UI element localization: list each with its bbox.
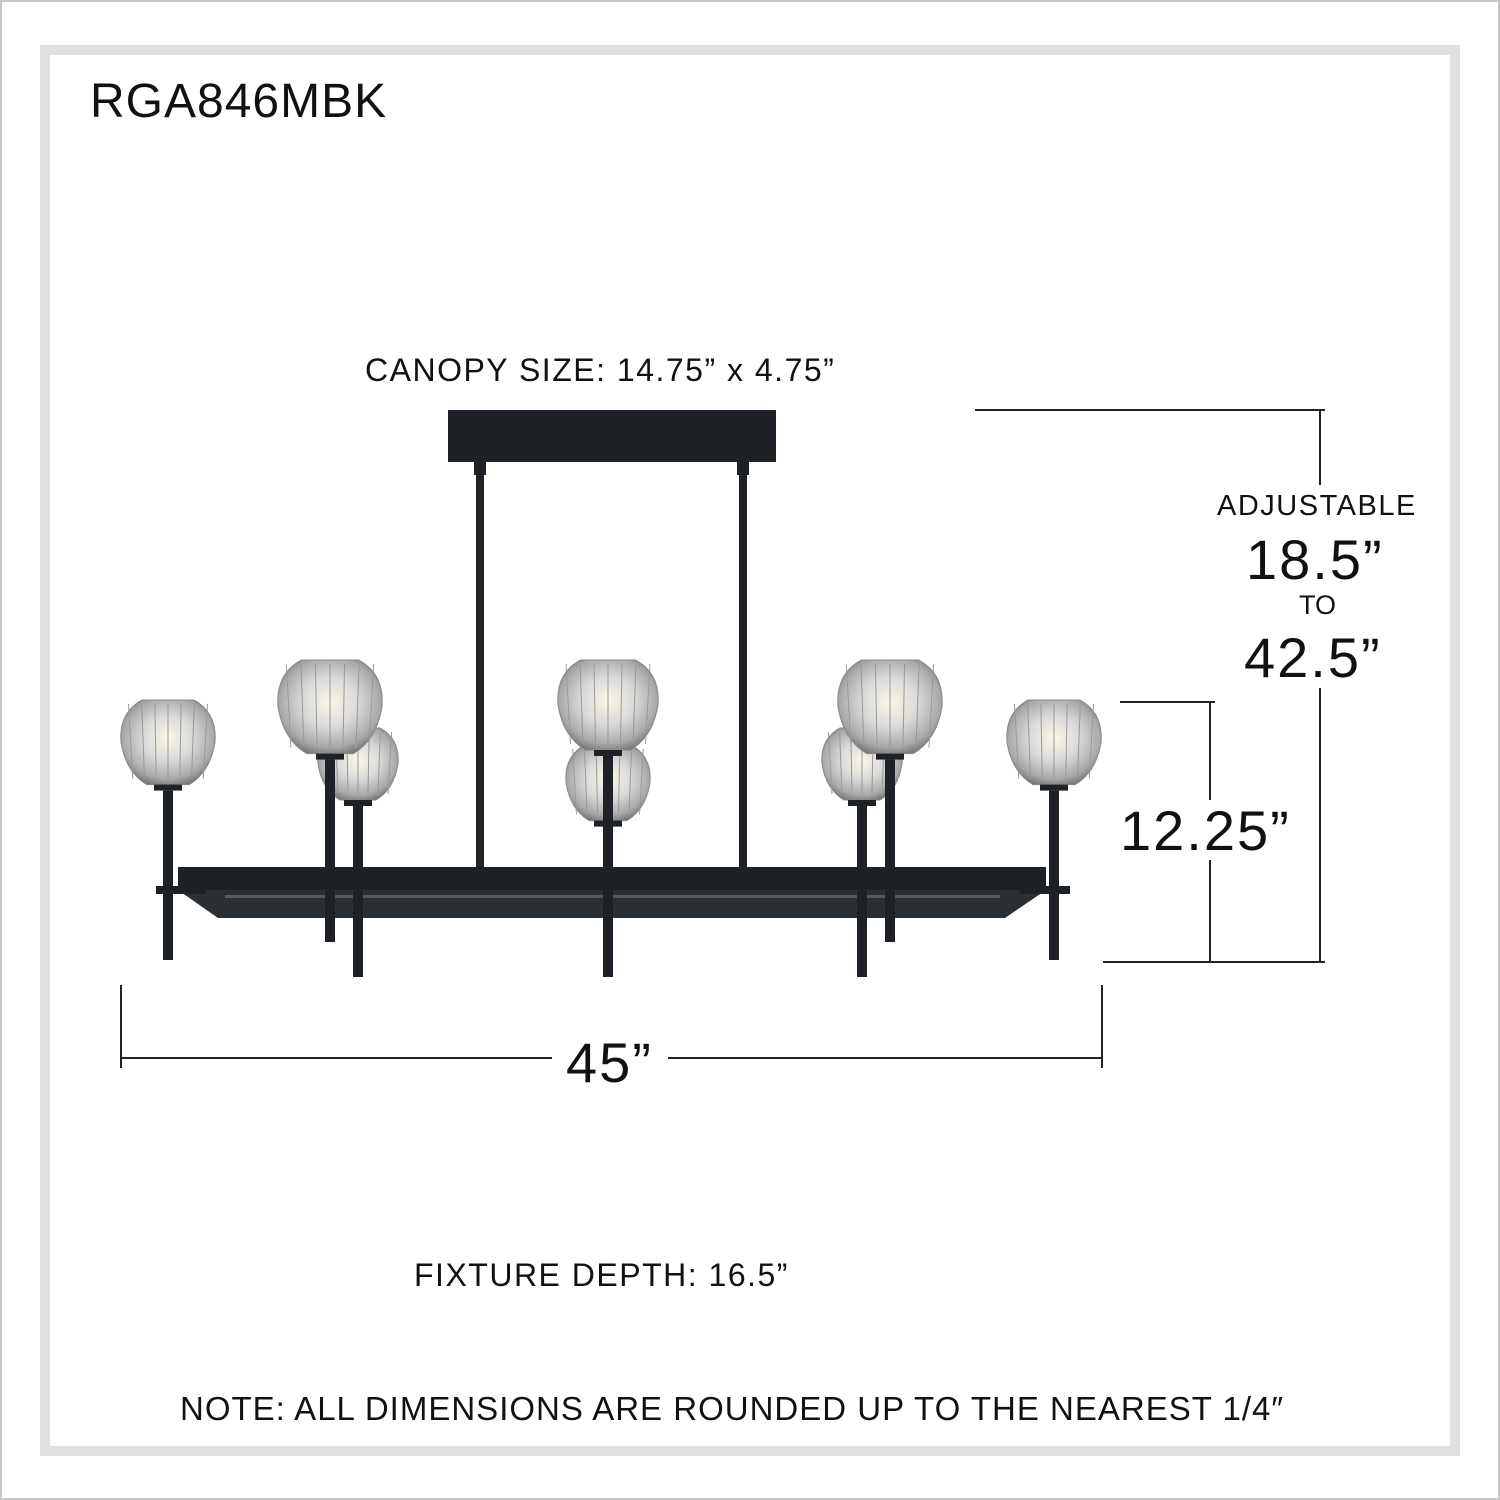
- fixture-width-line: [120, 985, 1103, 1068]
- adjustable-height-line: [975, 409, 1325, 963]
- crystal-shade-lamp: [277, 659, 383, 942]
- fixture-height-line: [1120, 701, 1215, 962]
- inner-frame: [40, 45, 1460, 1456]
- adjustable-min-value: 18.5”: [1246, 528, 1384, 591]
- down-rod-left: [476, 462, 484, 868]
- adjustable-label: ADJUSTABLE: [1217, 490, 1417, 522]
- crystal-shade-lamp: [1006, 699, 1102, 960]
- fixture-height-value: 12.25”: [1120, 799, 1291, 862]
- adjustable-to-label: TO: [1299, 590, 1337, 620]
- dimension-lines: [120, 409, 1325, 1068]
- fixture-width-value: 45”: [566, 1031, 653, 1094]
- canopy: [448, 410, 776, 462]
- crystal-shade-lamp: [557, 659, 659, 930]
- light-arms: [120, 659, 1102, 977]
- model-number: RGA846MBK: [90, 75, 388, 128]
- down-rod-right: [739, 462, 747, 868]
- canopy-size-label: CANOPY SIZE: 14.75” x 4.75”: [365, 352, 836, 388]
- adjustable-max-value: 42.5”: [1244, 626, 1382, 689]
- rounding-note: NOTE: ALL DIMENSIONS ARE ROUNDED UP TO T…: [180, 1390, 1285, 1427]
- crystal-shade-lamp: [837, 659, 943, 942]
- crystal-shade-lamp: [120, 699, 216, 960]
- fixture-depth-label: FIXTURE DEPTH: 16.5”: [414, 1257, 789, 1293]
